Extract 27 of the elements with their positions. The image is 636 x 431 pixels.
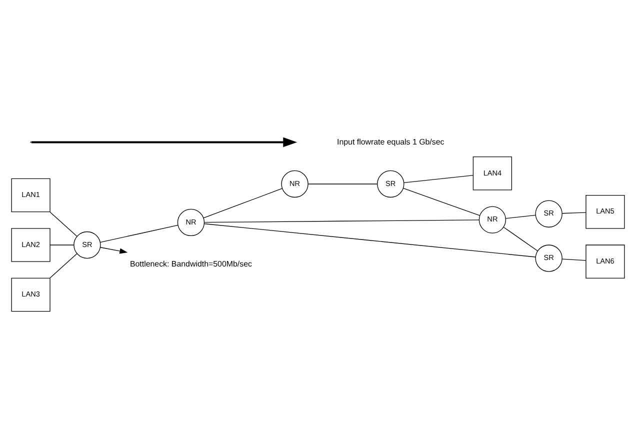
node-circle: SR bbox=[74, 231, 101, 259]
node-box: LAN4 bbox=[472, 156, 512, 190]
node-circle: NR bbox=[177, 208, 205, 236]
connector bbox=[50, 212, 78, 237]
connector bbox=[50, 253, 78, 278]
connector bbox=[404, 175, 474, 183]
connector bbox=[203, 188, 283, 218]
node-circle: NR bbox=[478, 206, 506, 234]
connector bbox=[402, 188, 480, 216]
connector bbox=[100, 224, 178, 243]
connector bbox=[50, 244, 74, 246]
connector bbox=[506, 214, 536, 219]
connector bbox=[204, 220, 480, 223]
connector bbox=[204, 223, 536, 258]
node-box: LAN5 bbox=[586, 194, 625, 229]
connector bbox=[562, 258, 586, 261]
node-box: LAN1 bbox=[11, 178, 50, 212]
connector bbox=[503, 226, 538, 252]
connector bbox=[562, 212, 586, 214]
node-circle: NR bbox=[281, 170, 308, 198]
node-circle: SR bbox=[535, 244, 562, 272]
node-box: LAN6 bbox=[586, 244, 625, 279]
arrow bbox=[100, 247, 128, 254]
node-box: LAN2 bbox=[11, 228, 50, 262]
node-circle: SR bbox=[535, 200, 562, 228]
node-circle: SR bbox=[377, 170, 404, 198]
node-box: LAN3 bbox=[11, 278, 50, 312]
